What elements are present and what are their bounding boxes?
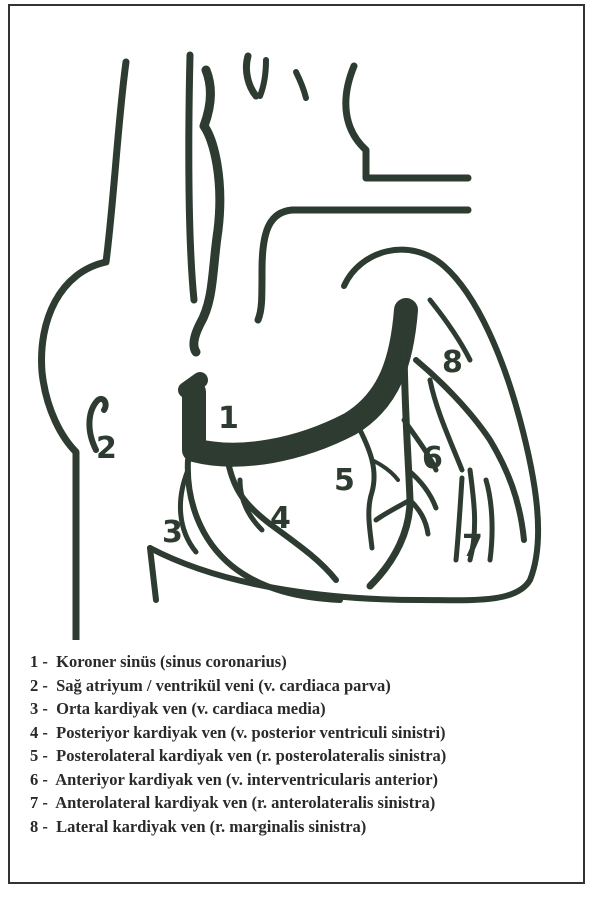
aorta-branch-4	[296, 72, 306, 98]
aorta-branch-1	[194, 70, 220, 352]
label-7: 7	[462, 529, 483, 564]
legend-item: 8 - Lateral kardiyak ven (r. marginalis …	[30, 815, 570, 839]
legend-item: 3 - Orta kardiyak ven (v. cardiaca media…	[30, 697, 570, 721]
legend-item: 4 - Posteriyor kardiyak ven (v. posterio…	[30, 721, 570, 745]
cardiac-veins-diagram: 1 2 3 4 5 6 7 8	[0, 0, 595, 640]
posterolateral-cardiac-vein	[360, 430, 374, 548]
anterior-vein-branch-c	[410, 500, 428, 534]
legend-item: 1 - Koroner sinüs (sinus coronarius)	[30, 650, 570, 674]
legend-item: 6 - Anteriyor kardiyak ven (v. intervent…	[30, 768, 570, 792]
legend-item: 7 - Anterolateral kardiyak ven (r. anter…	[30, 791, 570, 815]
pulmonary-trunk	[346, 66, 468, 178]
legend-item: 2 - Sağ atriyum / ventrikül veni (v. car…	[30, 674, 570, 698]
superior-vena-cava-left-edge	[42, 62, 126, 640]
label-8: 8	[442, 345, 463, 380]
anterolateral-cardiac-vein-branch-2	[486, 480, 492, 560]
superior-vena-cava-right-edge	[189, 55, 194, 300]
aorta-branch-3	[260, 60, 266, 96]
base-line	[150, 548, 156, 600]
label-5: 5	[334, 463, 355, 498]
label-2: 2	[96, 431, 117, 466]
coronary-sinus-tip	[186, 380, 200, 390]
label-3: 3	[162, 515, 183, 550]
anterior-vein-branch-b	[376, 500, 410, 520]
label-4: 4	[270, 501, 291, 536]
label-6: 6	[422, 441, 443, 476]
legend-item: 5 - Posterolateral kardiyak ven (r. post…	[30, 744, 570, 768]
aorta-branch-2	[246, 56, 256, 96]
label-1: 1	[218, 401, 239, 436]
legend: 1 - Koroner sinüs (sinus coronarius) 2 -…	[30, 650, 570, 838]
